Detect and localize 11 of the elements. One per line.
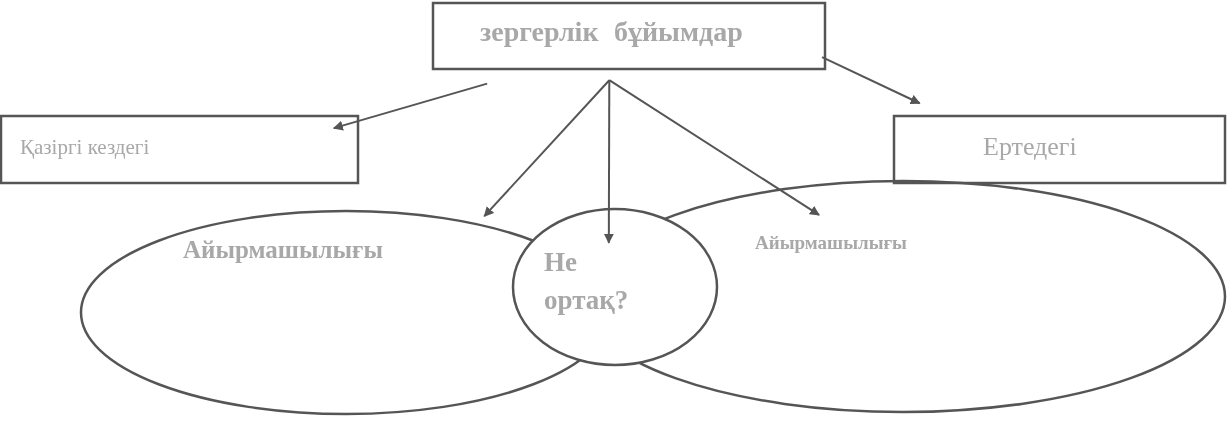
node-label: Қазіргі кездегі (20, 135, 150, 160)
arrow (332, 82, 489, 131)
arrow (603, 79, 614, 244)
node-label: Айырмашылығы (755, 232, 907, 254)
arrow (608, 79, 820, 216)
arrow (821, 56, 921, 105)
node-label: Айырмашылығы (183, 236, 383, 264)
node-label: Не ортақ? (544, 246, 630, 317)
node-label: зергерлік бұйымдар (480, 16, 743, 48)
node-label: Ертедегі (983, 132, 1077, 162)
arrow (483, 79, 611, 218)
